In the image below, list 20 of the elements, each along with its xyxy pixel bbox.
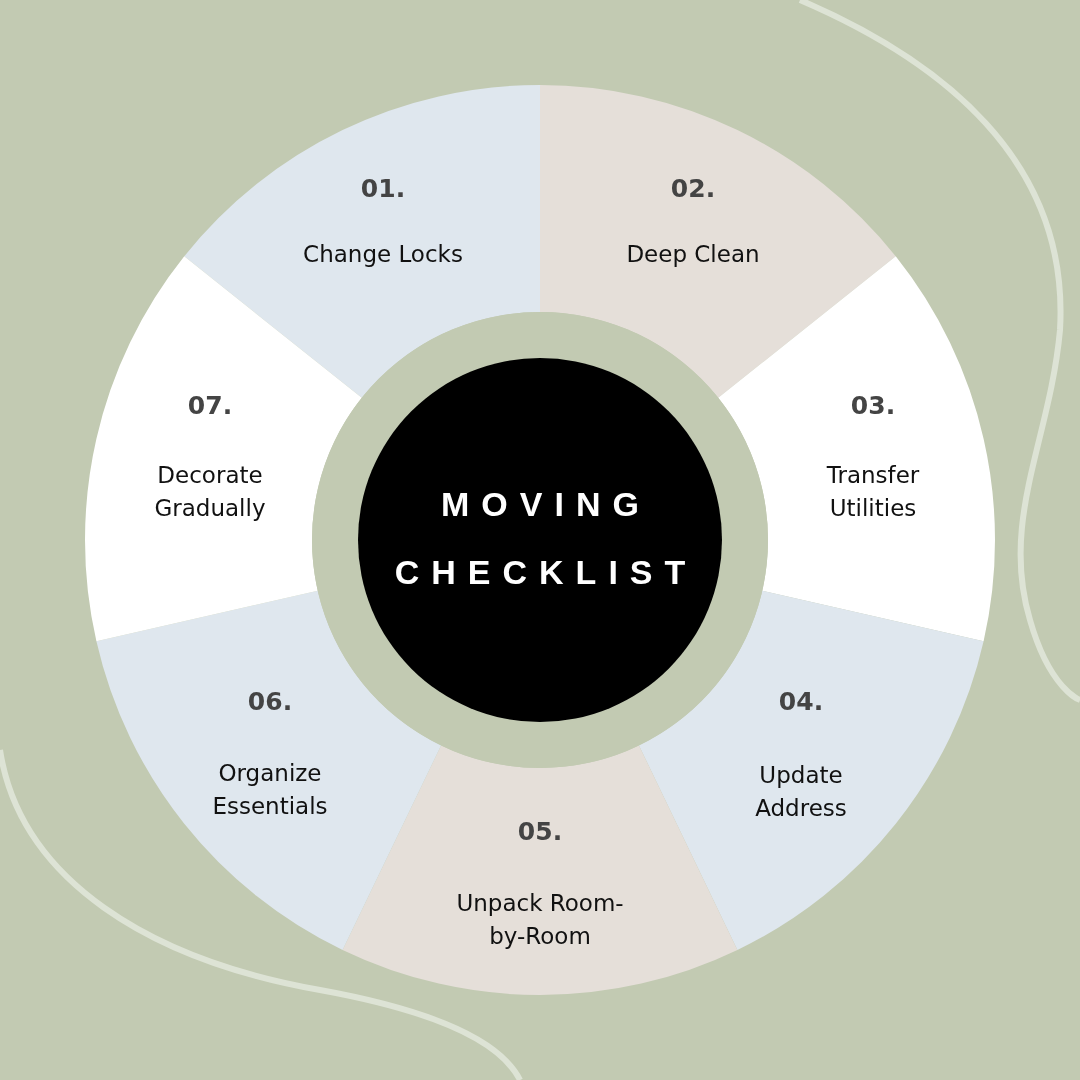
- step-number: 03.: [849, 391, 897, 420]
- step-label: Deep Clean: [626, 240, 760, 269]
- wheel-segment: [96, 590, 442, 950]
- step-label: Decorate Gradually: [153, 461, 267, 523]
- step-label: Unpack Room-by-Room: [455, 889, 625, 951]
- step-number: 01.: [359, 174, 407, 203]
- step-number: 02.: [669, 174, 717, 203]
- step-number: 04.: [777, 687, 825, 716]
- step-number: 07.: [186, 391, 234, 420]
- step-number: 06.: [246, 687, 294, 716]
- center-title: MOVING CHECKLIST: [393, 484, 699, 593]
- step-label: Organize Essentials: [211, 759, 329, 821]
- step-label: Change Locks: [303, 240, 463, 269]
- step-number: 05.: [516, 817, 564, 846]
- wheel-segment: [342, 745, 738, 995]
- wheel-segment: [540, 85, 896, 398]
- wheel-segment: [638, 590, 984, 950]
- step-label: Transfer Utilities: [825, 461, 921, 523]
- step-label: Update Address: [754, 761, 848, 823]
- wheel-segment: [184, 85, 540, 398]
